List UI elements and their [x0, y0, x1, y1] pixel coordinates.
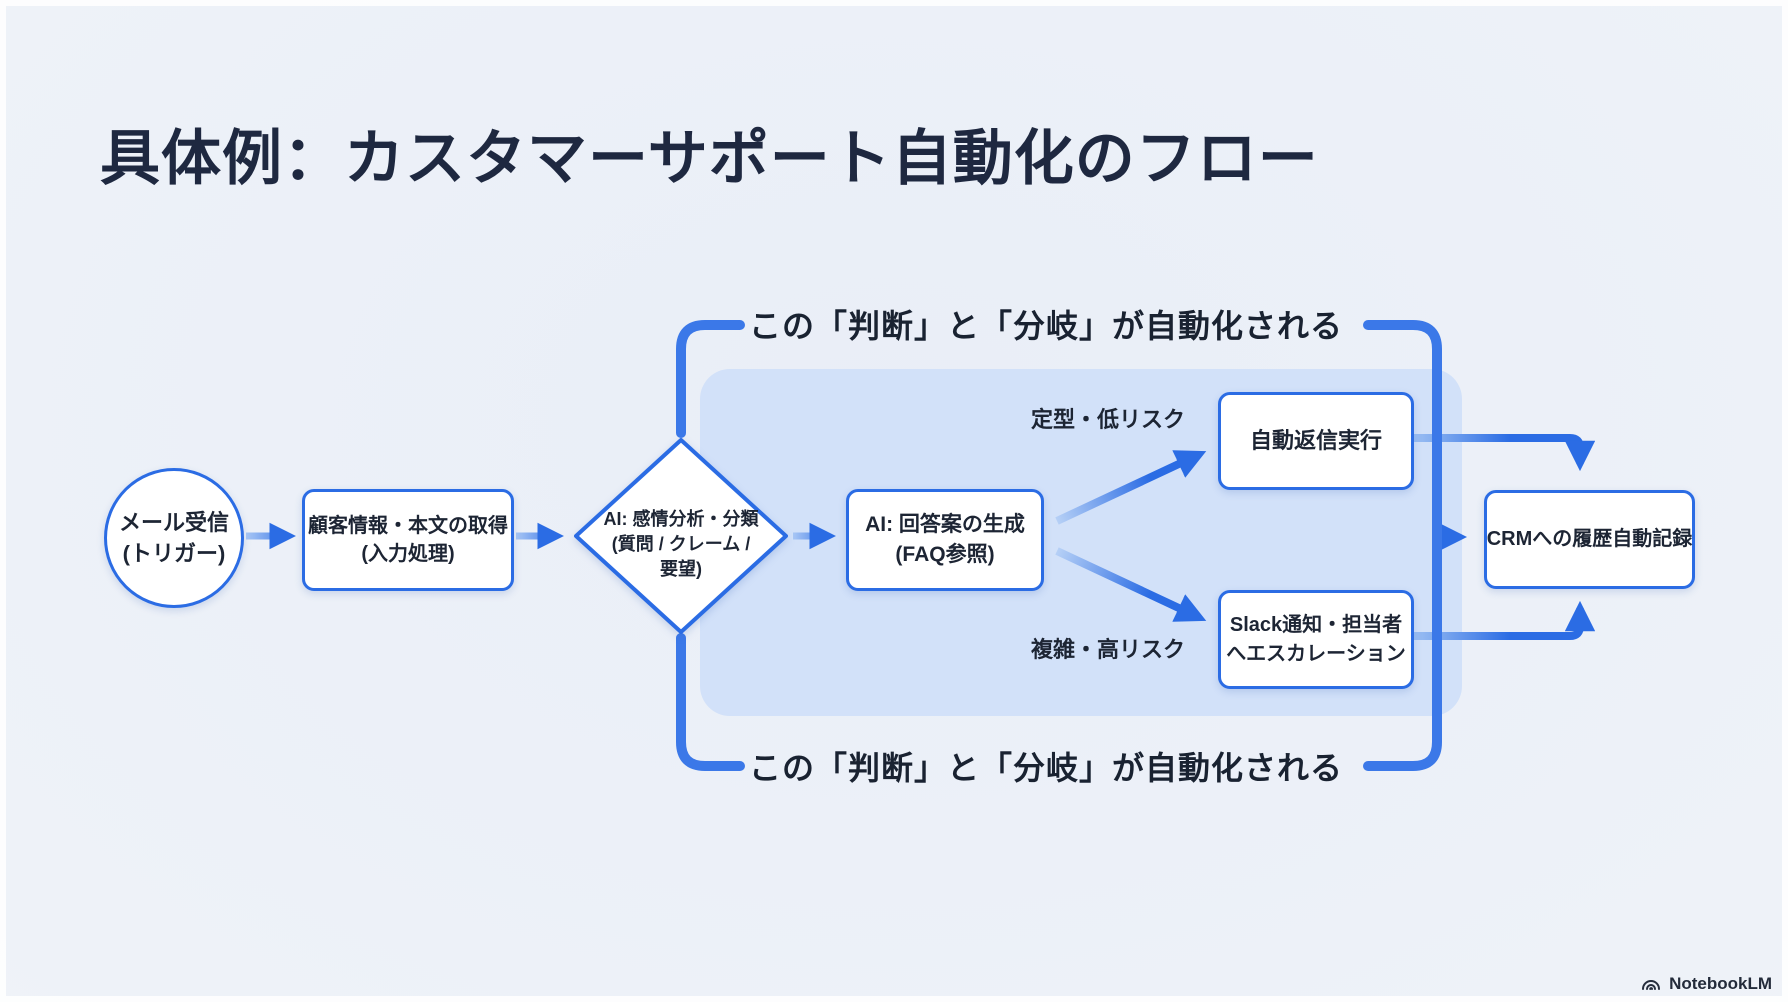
node-line: CRMへの履歴自動記録	[1486, 528, 1693, 551]
brand-text: NotebookLM	[1669, 974, 1772, 993]
page-title: 具体例：カスタマーサポート自動化のフロー	[100, 125, 1319, 193]
node-input-processing: 顧客情報・本文の取得 (入力処理)	[302, 489, 514, 591]
node-line: AI: 感情分析・分類	[603, 508, 759, 529]
node-ai-classify-label: AI: 感情分析・分類 (質問 / クレーム / 要望)	[581, 507, 781, 581]
node-line: (トリガー)	[122, 541, 226, 566]
node-line: AI: 回答案の生成	[865, 513, 1025, 537]
node-line: 要望)	[660, 558, 702, 579]
node-line: Slack通知・担当者	[1229, 614, 1403, 637]
node-trigger: メール受信 (トリガー)	[104, 468, 244, 608]
node-line: 顧客情報・本文の取得	[308, 514, 508, 537]
node-line: メール受信	[118, 509, 229, 535]
node-line: (入力処理)	[361, 543, 455, 565]
node-line: (FAQ参照)	[895, 543, 995, 566]
callout-bottom: この「判断」と「分岐」が自動化される	[748, 750, 1344, 786]
branch-label-high-risk: 複雑・高リスク	[1030, 637, 1186, 662]
callout-top: この「判断」と「分岐」が自動化される	[748, 308, 1344, 344]
node-line: (質問 / クレーム /	[611, 533, 751, 554]
node-line: 自動返信実行	[1249, 428, 1382, 454]
branch-label-low-risk: 定型・低リスク	[1030, 407, 1186, 432]
node-slack-escalation: Slack通知・担当者 へエスカレーション	[1218, 590, 1414, 689]
notebooklm-icon	[1642, 980, 1661, 990]
node-auto-reply: 自動返信実行	[1218, 392, 1414, 490]
node-ai-generate-answer: AI: 回答案の生成 (FAQ参照)	[846, 489, 1044, 591]
node-line: へエスカレーション	[1226, 642, 1406, 665]
footer-brand: NotebookLM	[1640, 974, 1772, 994]
node-crm-logging: CRMへの履歴自動記録	[1484, 490, 1695, 589]
